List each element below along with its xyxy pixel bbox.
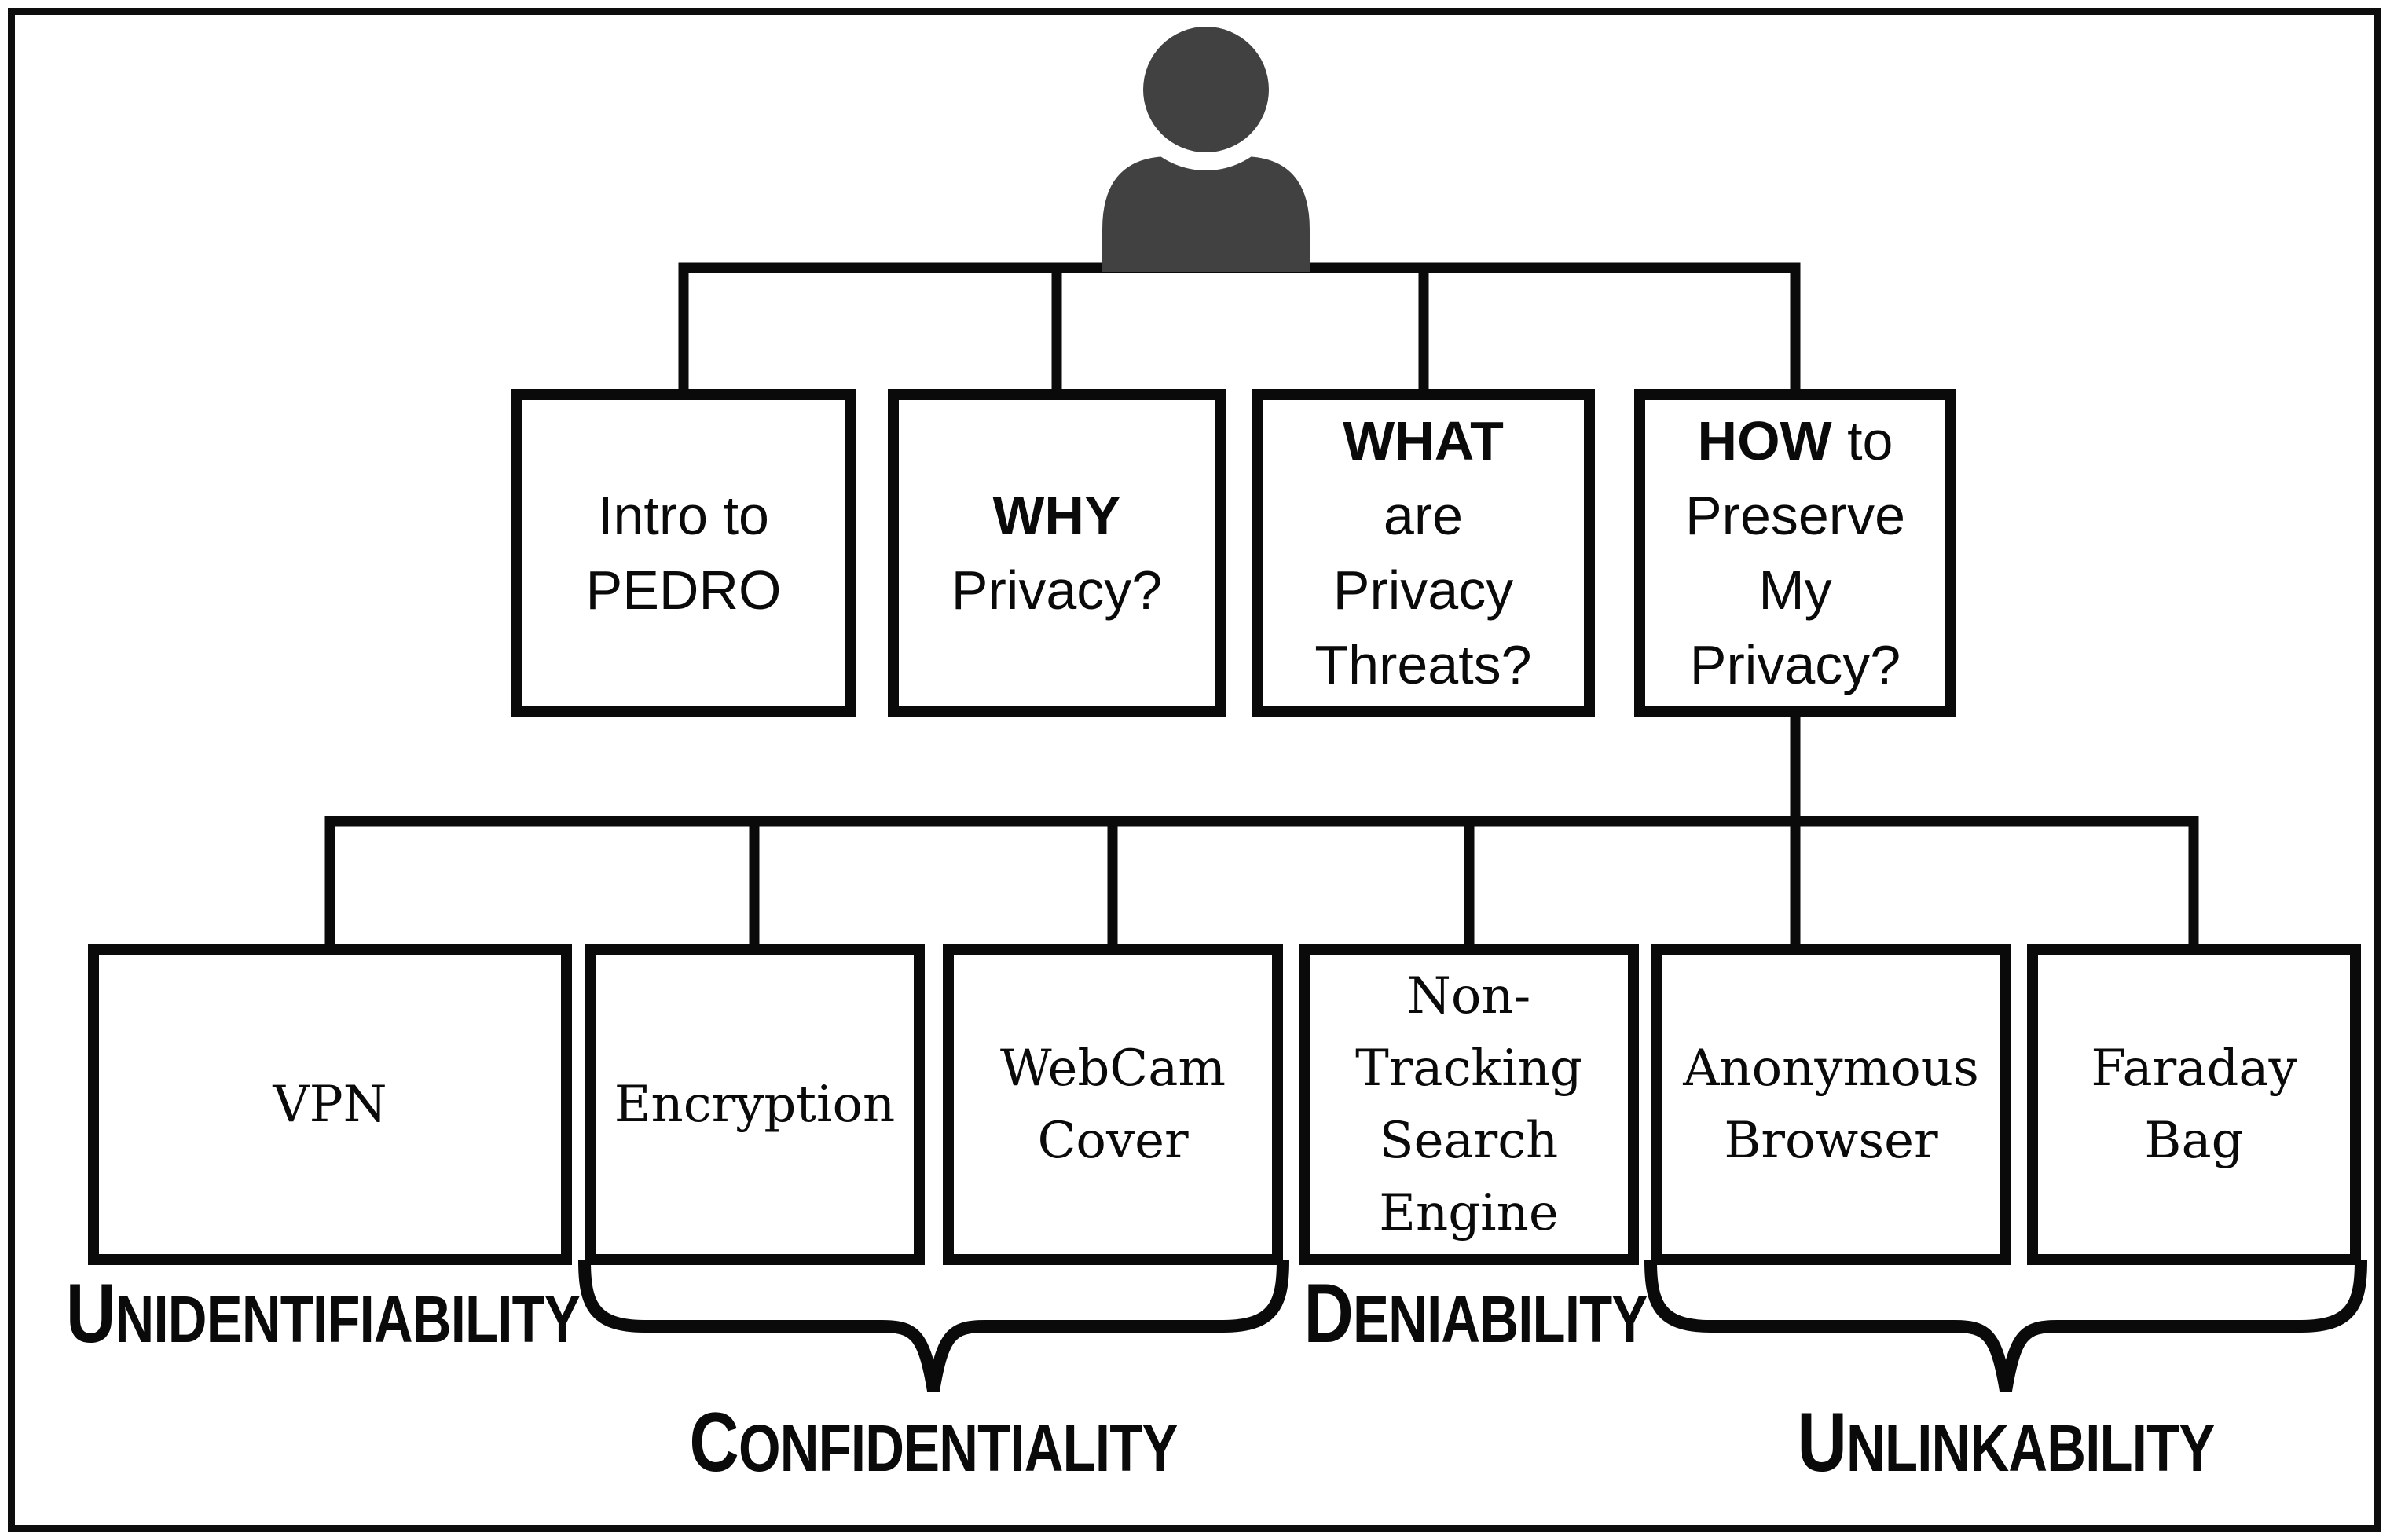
tool-box-faraday-bag: Faraday Bag xyxy=(2027,944,2361,1265)
box-text-line: PEDRO xyxy=(585,559,782,621)
connector-line xyxy=(324,816,2199,951)
tool-box-vpn: VPN xyxy=(88,944,572,1265)
box-text-line: Cover xyxy=(1037,1112,1189,1170)
box-text-line: Faraday xyxy=(2091,1040,2297,1098)
box-text-line: Privacy xyxy=(1332,559,1514,621)
box-text-line: WHAT xyxy=(1343,410,1504,471)
box-text-line: Threats? xyxy=(1314,634,1532,695)
box-text-line: Non- xyxy=(1406,967,1531,1025)
box-text-line: Encryption xyxy=(614,1076,896,1134)
category-label-unlinkability: UNLINKABILITY xyxy=(1797,1395,2215,1489)
tool-box-anonymous-browser: Anonymous Browser xyxy=(1651,944,2011,1265)
box-text-line: Privacy? xyxy=(1689,634,1901,695)
person-head xyxy=(1143,27,1269,152)
tool-box-encryption: Encryption xyxy=(585,944,925,1265)
box-text-line: are xyxy=(1383,485,1464,546)
tool-box-non-tracking-search-engine: Non- Tracking Search Engine xyxy=(1299,944,1639,1265)
box-text-line: Tracking xyxy=(1355,1040,1582,1098)
box-text-line: Browser xyxy=(1724,1112,1938,1170)
box-text-line: Engine xyxy=(1379,1184,1559,1242)
person-icon xyxy=(1102,9,1310,272)
box-text-line: Intro to xyxy=(598,485,769,546)
outer-frame xyxy=(8,8,2381,1532)
topic-box-why-privacy: WHY Privacy? xyxy=(888,389,1226,717)
box-text-line: Bag xyxy=(2144,1112,2244,1170)
box-text-line: VPN xyxy=(273,1076,387,1134)
category-label-unidentifiability: UNIDENTIFIABILITY xyxy=(65,1266,581,1360)
box-text-line: Search xyxy=(1379,1112,1559,1170)
level2-connector xyxy=(324,711,2199,951)
box-text-line: Preserve xyxy=(1684,485,1906,546)
unlinkability-brace xyxy=(1644,1260,2367,1392)
box-text-line: My xyxy=(1758,559,1832,621)
box-text-line: WHY xyxy=(992,485,1121,546)
topic-box-how-to-preserve-my-privacy: HOW to Preserve My Privacy? xyxy=(1634,389,1956,717)
box-text-line: WebCam xyxy=(999,1040,1226,1098)
category-label-deniability: DENIABILITY xyxy=(1303,1266,1648,1360)
box-text-line: Anonymous xyxy=(1683,1040,1979,1098)
topic-box-what-are-privacy-threats: WHAT are Privacy Threats? xyxy=(1252,389,1595,717)
confidentiality-brace xyxy=(578,1260,1289,1392)
tool-box-webcam-cover: WebCam Cover xyxy=(943,944,1283,1265)
person-body xyxy=(1102,156,1310,272)
box-text-line: HOW to xyxy=(1697,410,1893,471)
topic-box-intro-to-pedro: Intro to PEDRO xyxy=(511,389,856,717)
box-text-line: Privacy? xyxy=(951,559,1163,621)
category-label-confidentiality: CONFIDENTIALITY xyxy=(689,1395,1178,1489)
